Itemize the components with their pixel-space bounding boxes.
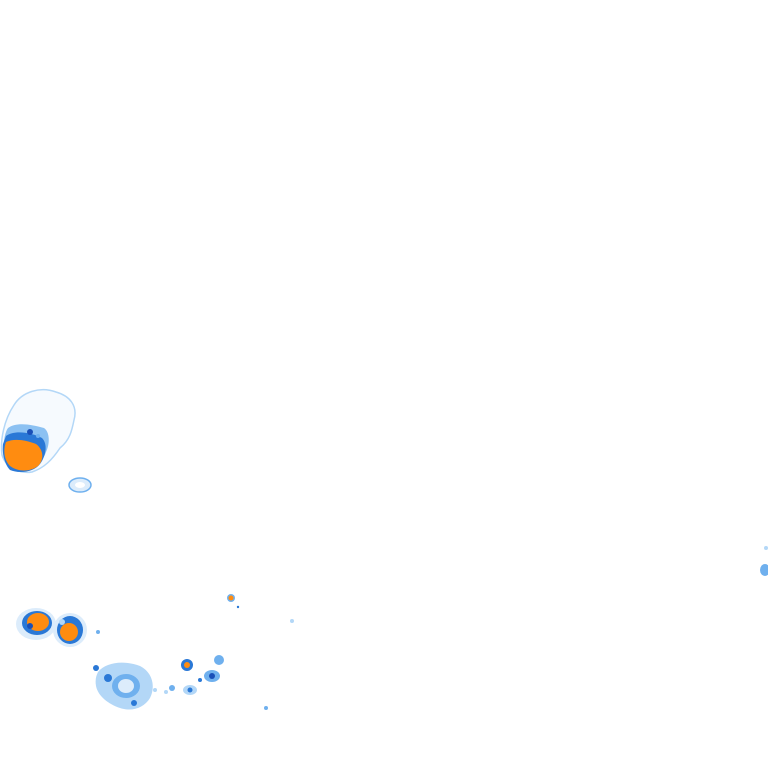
speck: [96, 630, 100, 634]
storm-cell-small: [68, 477, 92, 493]
cluster-core: [184, 662, 190, 668]
speck: [169, 685, 175, 691]
speck: [164, 690, 168, 694]
speck: [198, 678, 202, 682]
cluster-cell: [214, 655, 224, 665]
storm-cluster-bottom: [93, 619, 294, 710]
storm-cell-tiny: [227, 594, 240, 609]
cluster-inner: [118, 679, 134, 693]
storm-cell-pair-left: [16, 608, 56, 640]
cell-inner: [75, 482, 85, 488]
edge-cell: [760, 564, 768, 576]
speck: [236, 605, 240, 609]
speck: [104, 674, 112, 682]
speck: [187, 687, 193, 693]
speck: [153, 688, 157, 692]
speck: [93, 665, 99, 671]
speck: [209, 673, 215, 679]
cell-core: [228, 595, 234, 601]
speck: [131, 700, 137, 706]
cell-core: [4, 439, 43, 471]
cell-speck: [27, 623, 33, 629]
storm-edge-right: [760, 546, 768, 576]
cell-speck: [27, 429, 33, 435]
speck: [264, 706, 268, 710]
storm-cell-large: [0, 388, 76, 474]
cell-speck: [59, 619, 65, 625]
speck: [290, 619, 294, 623]
speck: [764, 546, 768, 550]
cell-speck: [36, 434, 40, 438]
cell-core: [60, 623, 78, 641]
storm-cell-pair-right: [53, 613, 87, 647]
